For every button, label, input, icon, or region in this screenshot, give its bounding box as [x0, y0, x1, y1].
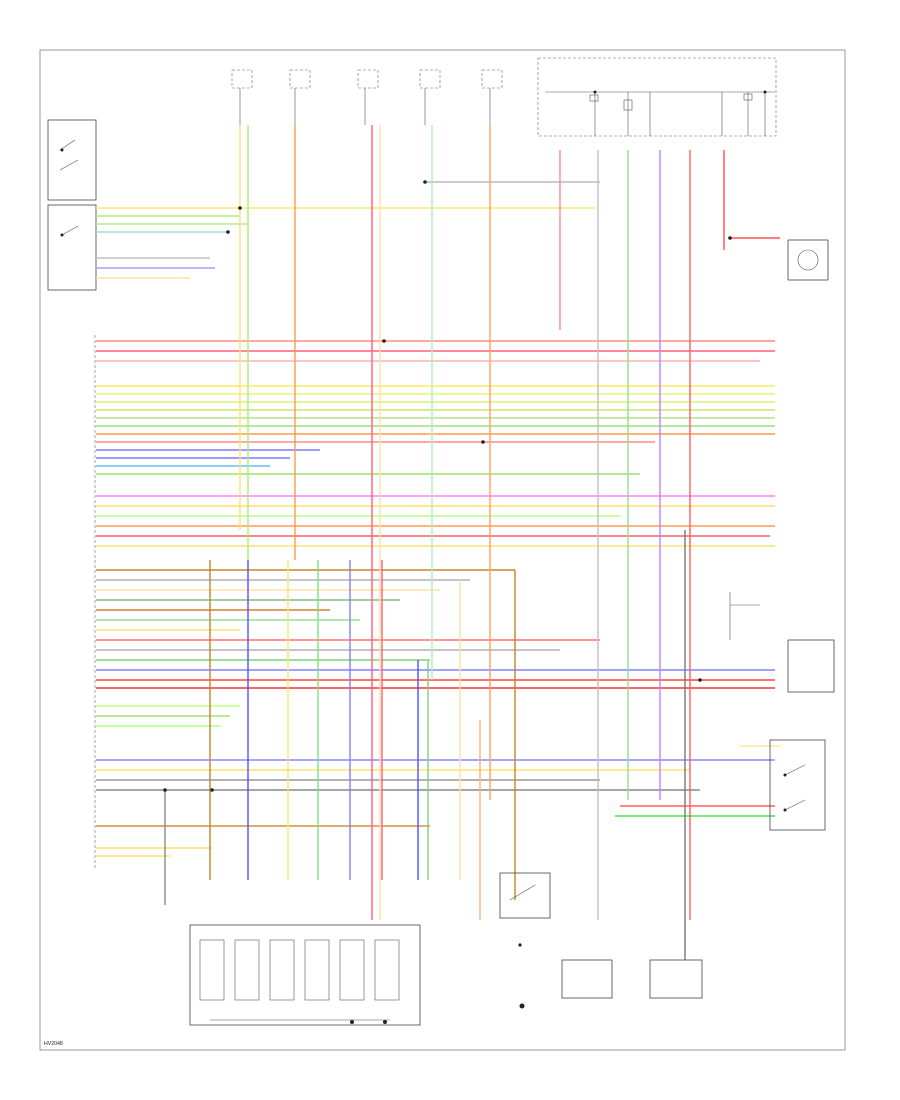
footer-code: HV2048	[44, 1041, 63, 1047]
vertical-wires	[164, 125, 725, 960]
automatic-transmission	[189, 924, 421, 1026]
wire-runs	[96, 181, 780, 857]
diagram-border	[39, 49, 846, 1051]
ignition-switch-box	[47, 119, 97, 291]
upper-fuses	[231, 69, 503, 125]
bottom-components	[499, 872, 703, 1009]
splice-points	[163, 90, 767, 792]
right-components	[729, 239, 835, 831]
fuse-block-area	[537, 57, 777, 137]
